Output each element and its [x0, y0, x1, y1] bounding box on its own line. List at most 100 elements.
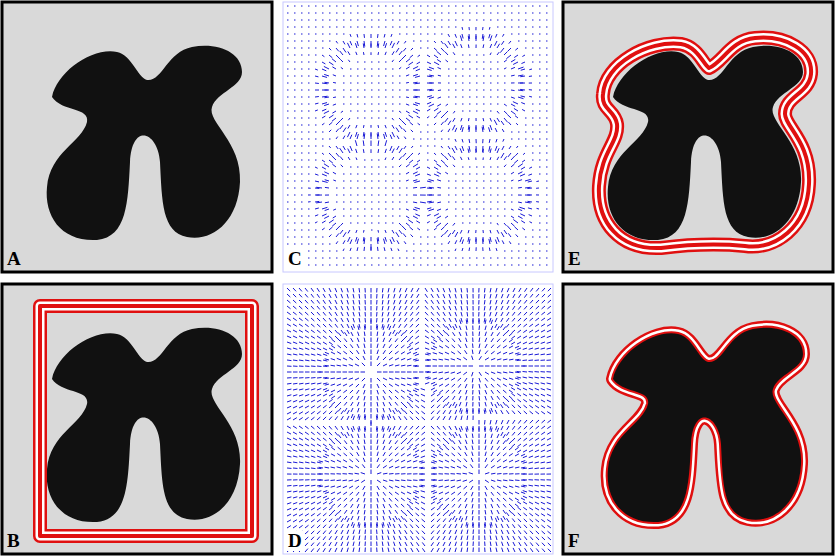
vector	[482, 27, 483, 30]
vector	[392, 43, 395, 48]
vector	[315, 69, 318, 70]
vector	[444, 230, 448, 234]
vector	[347, 324, 349, 328]
vector	[516, 123, 518, 125]
vector	[407, 339, 410, 342]
vector	[527, 188, 532, 190]
vector	[364, 160, 366, 161]
vector	[348, 149, 350, 153]
vector	[521, 167, 525, 169]
vector	[489, 27, 491, 30]
vector	[357, 350, 359, 354]
vector	[348, 51, 350, 55]
vector	[511, 164, 514, 167]
vector	[405, 312, 407, 316]
vector	[514, 108, 518, 111]
vector	[340, 59, 343, 62]
vector	[509, 333, 512, 336]
vector	[490, 157, 492, 160]
vector	[495, 34, 497, 38]
vector	[434, 220, 438, 223]
vector	[332, 111, 336, 113]
vector	[413, 20, 415, 21]
vector	[287, 223, 289, 224]
vector	[483, 167, 485, 168]
vector	[325, 180, 329, 181]
vector	[511, 13, 513, 14]
vector	[378, 97, 380, 98]
vector	[431, 294, 433, 298]
vector	[420, 13, 422, 14]
vector	[405, 306, 407, 310]
vector	[315, 153, 317, 154]
vector	[383, 350, 385, 354]
vector	[469, 83, 471, 84]
vector	[357, 69, 359, 70]
vector	[308, 188, 311, 189]
vector	[501, 312, 503, 316]
vector	[523, 342, 527, 344]
vector	[311, 288, 314, 292]
vector	[294, 244, 296, 245]
vector	[511, 59, 515, 62]
vector	[507, 288, 509, 292]
vector	[455, 318, 457, 322]
vector	[357, 174, 359, 175]
vector	[453, 52, 455, 55]
vector	[497, 104, 499, 105]
vector	[479, 326, 480, 330]
vector	[322, 103, 327, 104]
vector	[448, 188, 450, 189]
vector	[427, 208, 431, 209]
vector	[490, 258, 492, 259]
vector	[495, 146, 497, 151]
vector	[455, 249, 457, 251]
vector	[476, 20, 478, 21]
vector	[287, 146, 289, 147]
vector	[472, 332, 473, 336]
vector	[532, 111, 534, 112]
vector	[427, 353, 431, 354]
vector	[357, 20, 359, 21]
vector	[329, 318, 332, 322]
vector	[364, 90, 366, 91]
vector	[446, 209, 448, 210]
vector	[323, 288, 325, 292]
vector	[469, 174, 471, 175]
vector	[483, 223, 485, 224]
vector	[507, 300, 509, 304]
vector	[287, 48, 289, 49]
vector	[287, 181, 289, 182]
vector	[385, 230, 386, 233]
vector	[532, 13, 534, 14]
vector	[305, 348, 309, 350]
vector	[547, 324, 551, 326]
vector	[541, 336, 545, 338]
panel-frame	[2, 2, 272, 272]
vector	[357, 188, 359, 189]
vector	[546, 153, 548, 154]
vector	[541, 348, 545, 349]
vector	[483, 20, 485, 21]
vector	[434, 237, 436, 238]
vector	[516, 234, 518, 237]
vector	[322, 167, 326, 169]
vector	[399, 294, 401, 298]
vector	[539, 34, 541, 35]
vector	[490, 312, 491, 316]
vector	[455, 41, 457, 46]
vector	[364, 118, 366, 119]
vector	[518, 6, 520, 7]
vector	[536, 181, 539, 183]
vector	[333, 216, 336, 218]
vector	[293, 348, 297, 349]
vector	[341, 312, 343, 316]
vector	[518, 67, 524, 69]
vector	[501, 121, 504, 125]
vector	[411, 130, 413, 132]
vector	[446, 60, 448, 62]
vector	[497, 345, 500, 348]
vector	[315, 215, 318, 216]
vector	[399, 195, 401, 196]
vector	[410, 336, 413, 339]
